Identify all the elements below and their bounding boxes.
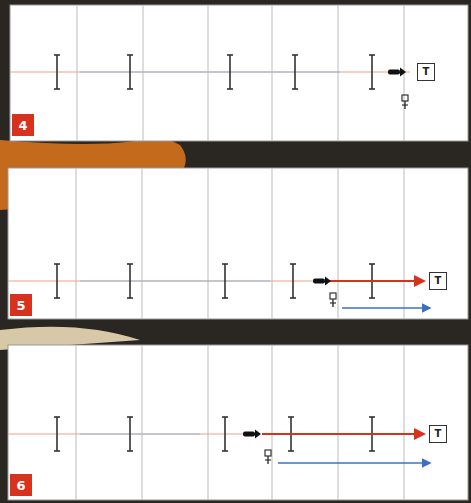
run-path-arrow: [342, 307, 430, 309]
panel-number: 4: [12, 114, 34, 136]
panel-number: 6: [10, 474, 32, 496]
ball-path-arrow: [262, 433, 424, 435]
column-lines: [76, 345, 404, 500]
target-label: T: [435, 276, 442, 286]
callout-number: 5: [16, 299, 25, 312]
target-box: T: [429, 425, 447, 443]
panel-number: 5: [10, 294, 32, 316]
panel: [8, 168, 468, 319]
target-box: T: [417, 63, 435, 81]
target-box: T: [429, 272, 447, 290]
callout-number: 4: [18, 119, 27, 132]
column-lines: [77, 5, 404, 141]
lane-line: [80, 433, 200, 434]
lane-line: [8, 433, 258, 434]
run-path-arrow: [278, 462, 430, 464]
column-lines: [76, 168, 404, 319]
panel: [10, 5, 468, 141]
target-label: T: [435, 429, 442, 439]
lane-line: [80, 71, 340, 72]
callout-number: 6: [16, 479, 25, 492]
target-label: T: [423, 67, 430, 77]
lane-line: [10, 71, 410, 72]
ball-path-arrow: [330, 280, 424, 282]
lane-line: [80, 280, 270, 281]
panel: [8, 345, 468, 500]
